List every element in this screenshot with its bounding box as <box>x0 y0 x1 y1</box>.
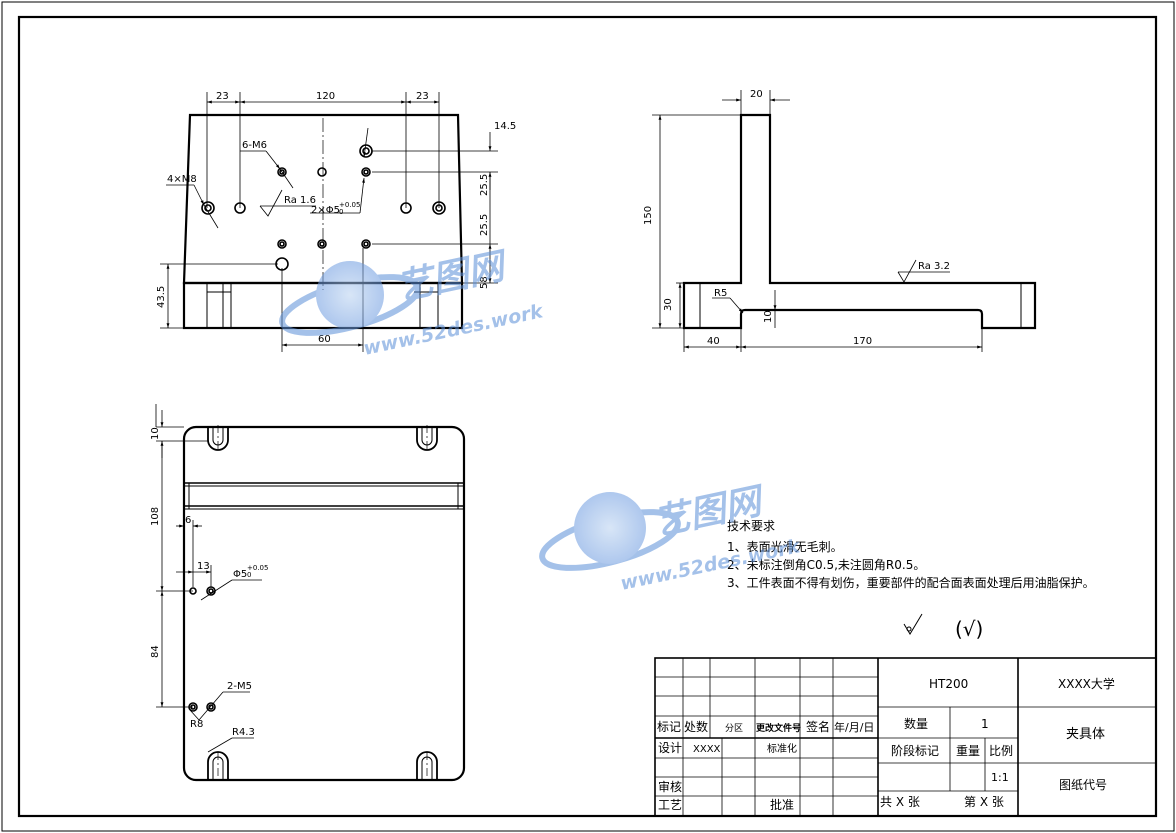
dim-10-top: 10 <box>150 427 161 440</box>
dim-58: 58 <box>479 276 490 289</box>
side-view: 20 150 30 40 170 10 R5 Ra 3.2 <box>643 89 1037 352</box>
technical-requirements: 技术要求 1、表面光滑无毛刺。 2、未标注倒角C0.5,未注圆角R0.5。 3、… <box>727 519 1095 641</box>
inner-frame <box>17 15 1158 818</box>
roughness-ra-1-6: Ra 1.6 <box>284 195 316 206</box>
watermark-url-top: www.52des.work <box>361 300 546 360</box>
dim-43-5: 43.5 <box>156 286 167 308</box>
row-date: 年/月/日 <box>834 720 874 734</box>
radius-r8: R8 <box>190 719 203 730</box>
sheet-number: 第 X 张 <box>964 795 1004 809</box>
row-gengai: 更改文件号 <box>756 722 801 734</box>
quantity-label: 数量 <box>904 716 928 731</box>
row-qianming: 签名 <box>806 719 830 734</box>
scale-value: 1:1 <box>991 771 1009 784</box>
stage-mark-label: 阶段标记 <box>891 743 939 758</box>
row-biaozhun: 标准化 <box>767 742 797 755</box>
dim-23-left: 23 <box>216 91 229 102</box>
callout-pin-tol: +0.05 <box>339 201 360 209</box>
material-label: HT200 <box>929 677 968 691</box>
callout-pin-tol-lower: 0 <box>339 208 343 216</box>
watermark-brand-middle: 艺图网 <box>650 480 769 544</box>
radius-r5: R5 <box>714 288 727 299</box>
dim-20: 20 <box>750 89 763 100</box>
drawing-number: 图纸代号 <box>1059 778 1107 792</box>
radius-r4-3: R4.3 <box>232 727 255 738</box>
watermark-brand-top: 艺图网 <box>393 245 512 309</box>
quantity-value: 1 <box>981 717 989 731</box>
roughness-note: (√) <box>955 617 983 641</box>
part-name: 夹具体 <box>1066 727 1105 742</box>
dim-40: 40 <box>707 336 720 347</box>
dim-60: 60 <box>318 334 331 345</box>
callout-4xm8: 4×M8 <box>167 174 197 185</box>
tech-req-title: 技术要求 <box>727 519 775 533</box>
title-block: HT200 XXXX大学 夹具体 图纸代号 数量 1 阶段标记 重量 比例 1:… <box>654 657 1157 817</box>
dim-108: 108 <box>150 507 161 526</box>
callout-pin: 2×Φ5 <box>311 205 340 216</box>
dim-6: 6 <box>185 515 191 526</box>
dim-30: 30 <box>663 298 674 311</box>
tech-req-line-1: 1、表面光滑无毛刺。 <box>727 540 843 554</box>
row-fenqu: 分区 <box>725 723 743 734</box>
callout-pin-top-tol: +0.05 <box>247 564 268 572</box>
top-view: 10 108 6 13 84 Φ5 +0.05 0 2-M5 R8 R4.3 <box>150 404 466 782</box>
dim-120: 120 <box>316 91 335 102</box>
row-shenhe: 审核 <box>658 779 682 794</box>
total-sheets: 共 X 张 <box>880 795 920 809</box>
school-name: XXXX大学 <box>1058 676 1115 691</box>
dim-14-5: 14.5 <box>494 121 516 132</box>
dim-25-5-lower: 25.5 <box>479 214 490 236</box>
scale-label: 比例 <box>989 744 1013 758</box>
row-biaoji: 标记 <box>657 720 681 734</box>
dim-10: 10 <box>763 310 774 323</box>
dim-84: 84 <box>150 645 161 658</box>
tech-req-line-2: 2、未标注倒角C0.5,未注圆角R0.5。 <box>727 557 925 572</box>
tech-req-line-3: 3、工件表面不得有划伤，重要部件的配合面表面处理后用油脂保护。 <box>727 575 1095 590</box>
roughness-ra-3-2: Ra 3.2 <box>918 261 950 272</box>
row-chushu: 处数 <box>684 719 708 734</box>
callout-pin-top-tol-lower: 0 <box>247 571 251 579</box>
dim-170: 170 <box>853 336 872 347</box>
row-sheji: 设计 <box>658 741 682 755</box>
dim-150: 150 <box>643 206 654 225</box>
callout-6-m6: 6-M6 <box>242 140 267 151</box>
callout-2-m5: 2-M5 <box>227 681 252 692</box>
designer-name: XXXX <box>693 744 721 755</box>
roughness-symbol <box>903 613 923 635</box>
dim-25-5-upper: 25.5 <box>479 174 490 196</box>
row-gongyi: 工艺 <box>658 798 682 812</box>
row-pizhun: 批准 <box>770 797 794 812</box>
dim-23-right: 23 <box>416 91 429 102</box>
dim-13: 13 <box>197 561 210 572</box>
weight-label: 重量 <box>956 744 980 758</box>
callout-pin-top: Φ5 <box>233 569 247 580</box>
